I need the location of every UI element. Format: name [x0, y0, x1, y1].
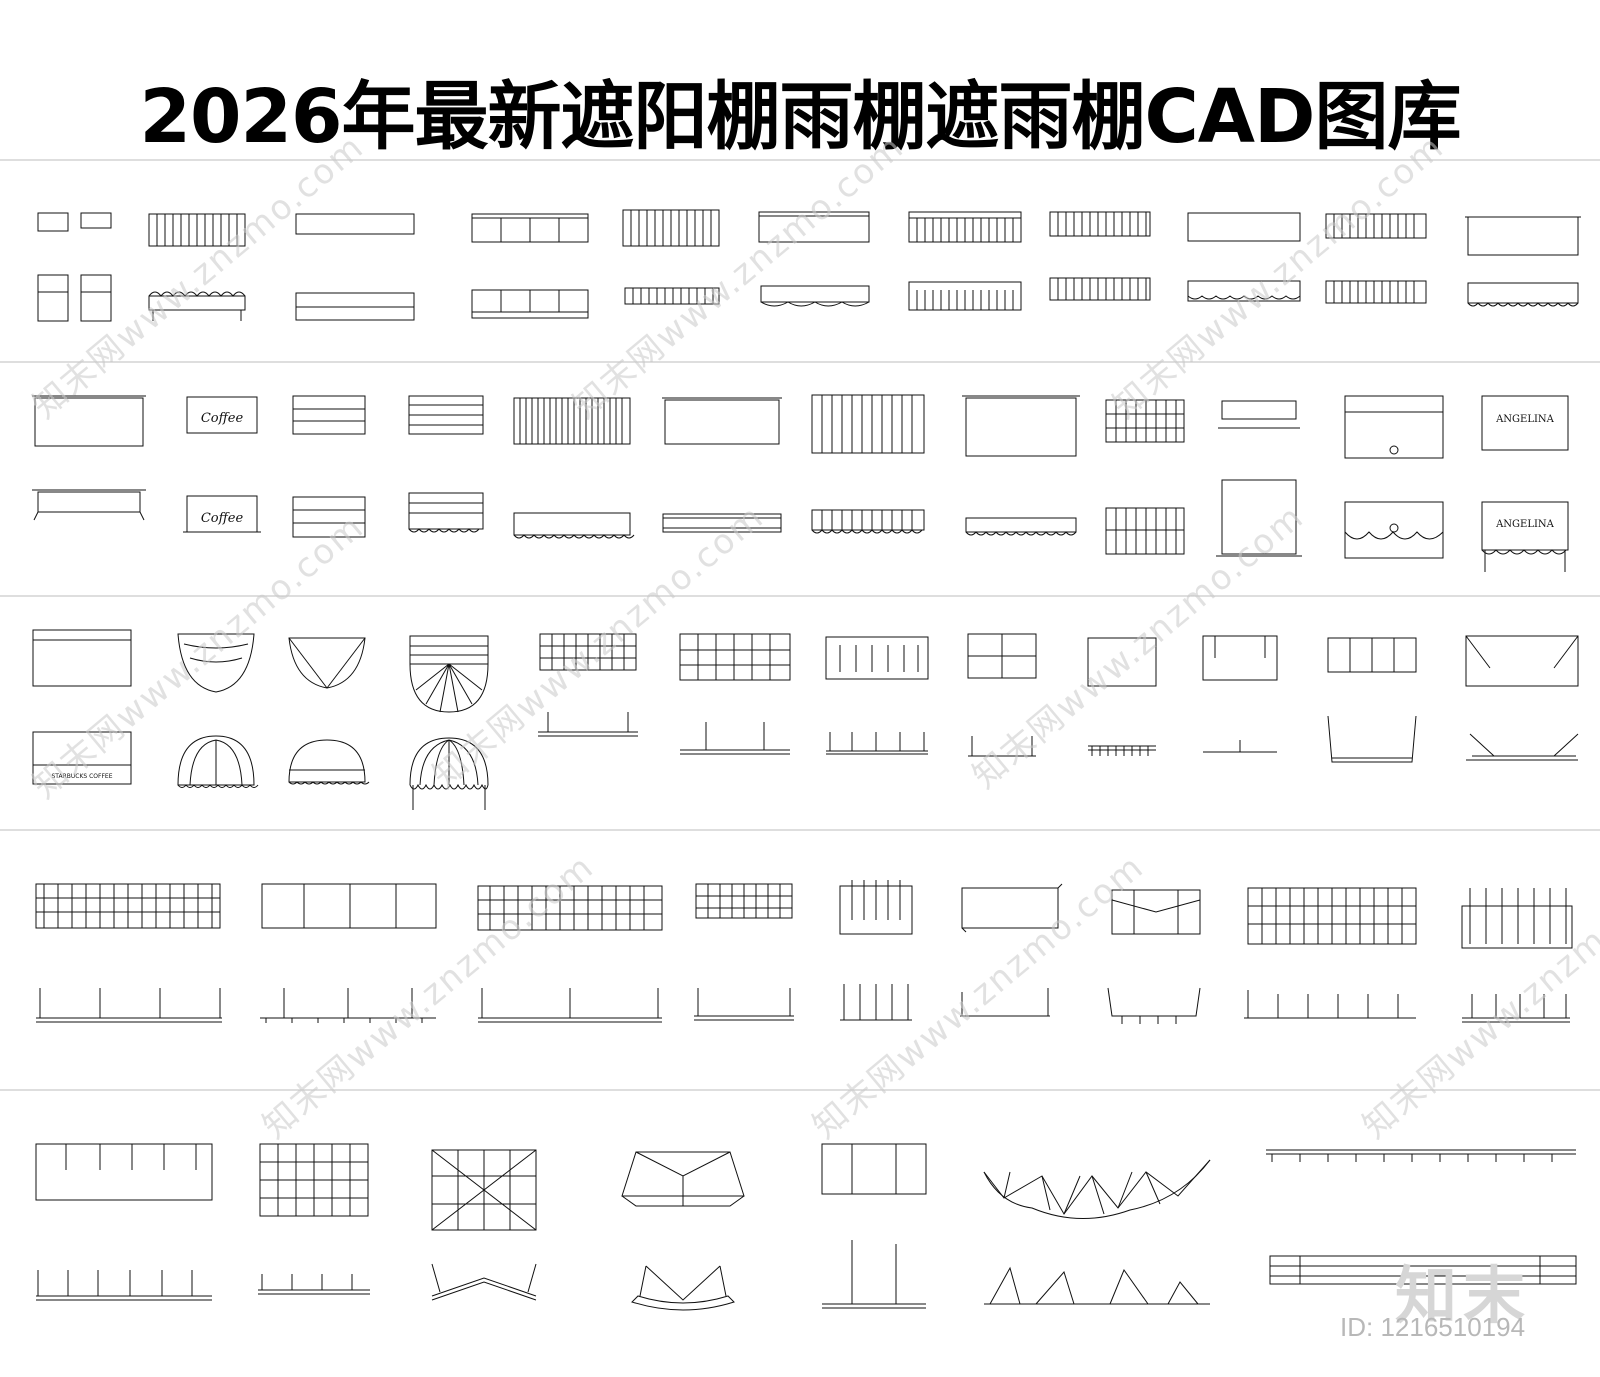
coffee-sign-text: Coffee — [201, 411, 244, 426]
awning-3-8 — [967, 633, 1037, 757]
awning-2-8 — [962, 395, 1080, 536]
awning-3-10 — [1202, 635, 1278, 753]
awning-4-2 — [260, 883, 437, 1023]
awning-5-2 — [258, 1143, 370, 1295]
awning-3-3 — [288, 637, 370, 785]
awning-5-7 — [1266, 1149, 1577, 1285]
awning-2-5 — [513, 397, 635, 539]
awning-1-11 — [1465, 216, 1581, 307]
awning-2-11 — [1344, 395, 1444, 559]
awning-3-12 — [1465, 635, 1579, 761]
awning-4-4 — [694, 883, 794, 1021]
angelina-sign-text: ANGELINA — [1495, 519, 1555, 530]
awning-2-7 — [811, 394, 925, 534]
awning-5-3 — [431, 1149, 537, 1301]
awning-4-5 — [839, 880, 913, 1021]
awning-1-7 — [908, 211, 1022, 311]
awning-4-6 — [960, 883, 1063, 1017]
row-5-awnings — [35, 1143, 1577, 1311]
awning-5-1 — [35, 1143, 213, 1301]
row-2-awnings: Coffee Coffee — [32, 394, 1569, 572]
awning-1-8 — [1049, 211, 1151, 301]
awning-5-6 — [983, 1159, 1211, 1305]
awning-1-9 — [1187, 212, 1301, 302]
awning-3-1: STARBUCKS COFFEE — [32, 629, 132, 785]
awning-1-5 — [622, 209, 720, 305]
awning-1-4 — [471, 213, 589, 319]
awning-2-1 — [32, 395, 146, 521]
awning-2-6 — [662, 397, 782, 533]
awning-2-3 — [292, 395, 366, 538]
row-3-awnings: STARBUCKS COFFEE — [32, 629, 1579, 810]
awning-4-7 — [1107, 889, 1201, 1024]
awning-3-4 — [409, 635, 489, 810]
angelina-sign-text: ANGELINA — [1495, 414, 1555, 425]
awning-3-6 — [679, 633, 791, 755]
awning-3-9 — [1087, 637, 1157, 756]
awning-1-10 — [1325, 213, 1427, 304]
image-id-label: ID: 1216510194 — [1340, 1312, 1526, 1342]
awning-2-12: ANGELINA ANGELINA — [1481, 395, 1569, 572]
page-title: 2026年最新遮阳棚雨棚遮雨棚CAD图库 — [139, 73, 1462, 160]
awning-5-5 — [821, 1143, 927, 1309]
row-4-awnings — [35, 880, 1573, 1024]
awning-1-1 — [37, 212, 112, 322]
watermark-logo: 知末 — [1395, 1259, 1532, 1332]
awning-4-9 — [1461, 888, 1573, 1023]
awning-3-2 — [177, 633, 259, 788]
awning-3-11 — [1327, 637, 1417, 763]
awning-4-3 — [477, 885, 663, 1023]
awning-2-4 — [408, 395, 484, 533]
awning-4-8 — [1244, 887, 1417, 1019]
awning-1-3 — [295, 213, 415, 321]
awning-3-7 — [825, 636, 929, 755]
awning-2-9 — [1105, 399, 1185, 555]
awning-2-2: Coffee Coffee — [183, 396, 261, 533]
awning-1-6 — [758, 211, 870, 307]
coffee-sign-text: Coffee — [201, 511, 244, 526]
awning-5-4 — [621, 1151, 745, 1311]
awning-4-1 — [35, 883, 222, 1023]
awning-3-5 — [538, 633, 638, 737]
row-1-awnings — [37, 209, 1581, 322]
starbucks-sign-text: STARBUCKS COFFEE — [51, 773, 112, 780]
awning-2-10 — [1216, 400, 1302, 557]
awning-1-2 — [148, 213, 246, 321]
section-dividers — [0, 159, 1600, 1091]
